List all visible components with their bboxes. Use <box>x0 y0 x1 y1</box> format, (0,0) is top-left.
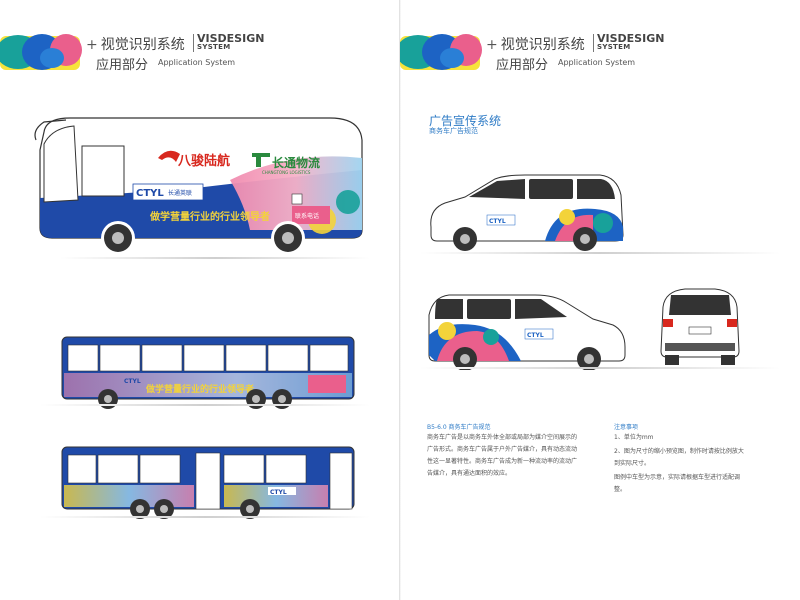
coach-bus-illustration: 八骏陆航 长通物流 CHANGTONG LOGISTICS CTYL 长通英联 … <box>34 117 363 255</box>
section-title: 广告宣传系统 <box>429 114 502 128</box>
ctyl-logo-cn: 长通英联 <box>168 189 192 197</box>
brand1-logo: 八骏陆航 <box>158 150 230 169</box>
ground-line <box>40 404 370 406</box>
brand-swoosh-logo <box>0 34 82 70</box>
page-fold <box>399 0 401 600</box>
bus2-wheels <box>130 499 260 519</box>
brand2-text: 长通物流 <box>272 155 320 170</box>
page-header: +视觉识别系统 VISDESIGN SYSTEM 应用部分 Applicatio… <box>400 30 800 80</box>
ground-line <box>60 257 370 259</box>
header-subtitle-en: Application System <box>558 58 636 67</box>
notes-right-item3: 图例中车型为示意，实际请根据车型进行适配调整。 <box>614 474 741 493</box>
ctyl-logo-text: CTYL <box>136 188 164 199</box>
van-side-view-left: CTYL <box>428 294 626 370</box>
header-subtitle: 应用部分 <box>496 58 549 73</box>
vis-design-mark: VISDESIGN SYSTEM <box>193 33 264 52</box>
svg-text:CTYL: CTYL <box>527 332 544 339</box>
qr-code-icon <box>291 193 303 205</box>
header-title: +视觉识别系统 <box>86 37 185 53</box>
notes-left-heading: B5-6.0 商务车广告规范 <box>427 424 491 431</box>
header-subtitle: 应用部分 <box>96 58 149 73</box>
van-rear-view <box>660 288 740 365</box>
brand-swoosh-logo <box>400 34 482 70</box>
notes-right-item2: 2、图为尺寸的缩小预览图，制作时请按比例放大到实际尺寸。 <box>614 448 744 467</box>
van1-wheels <box>453 227 597 251</box>
coach-slogan: 做学营量行业的行业领导者 <box>149 210 270 223</box>
ground-line <box>420 367 780 369</box>
ground-line <box>420 252 780 254</box>
notes-right-item1: 1、单位为mm <box>614 434 654 441</box>
brand2-en-text: CHANGTONG LOGISTICS <box>262 170 311 175</box>
header-subtitle-en: Application System <box>158 58 236 67</box>
svg-text:CTYL: CTYL <box>489 218 506 225</box>
city-bus-2-illustration: CTYL <box>61 446 355 519</box>
right-page: +视觉识别系统 VISDESIGN SYSTEM 应用部分 Applicatio… <box>400 0 800 600</box>
vis-design-mark: VISDESIGN SYSTEM <box>593 33 664 52</box>
van-side-view-right: CTYL <box>430 174 624 251</box>
header-title: +视觉识别系统 <box>486 37 585 53</box>
section-subtitle: 商务车广告规范 <box>429 127 478 135</box>
svg-text:联系电话: 联系电话 <box>295 212 319 220</box>
page-header: +视觉识别系统 VISDESIGN SYSTEM 应用部分 Applicatio… <box>0 30 400 80</box>
left-page: +视觉识别系统 VISDESIGN SYSTEM 应用部分 Applicatio… <box>0 30 400 519</box>
notes-right-heading: 注意事项 <box>614 424 639 431</box>
ground-line <box>40 516 370 518</box>
city-bus-1-illustration: CTYL 做学营量行业的行业领导者 <box>61 336 355 409</box>
svg-text:CTYL: CTYL <box>124 378 141 385</box>
ctyl-logo-plate <box>132 183 204 201</box>
brand1-text: 八骏陆航 <box>177 153 230 169</box>
svg-text:CTYL: CTYL <box>270 489 287 496</box>
bus1-slogan: 做学营量行业的行业领导者 <box>145 383 254 395</box>
coach-front-wheel <box>101 221 135 255</box>
notes-left-body: 商务车广告是以商务车外体全部或局部为媒介空间展示的广告形式。商务车广告属于户外广… <box>427 434 578 477</box>
van2-wheels <box>453 347 601 370</box>
coach-rear-wheel <box>271 221 305 255</box>
phone-badge <box>292 206 330 224</box>
brand2-logo: 长通物流 CHANGTONG LOGISTICS <box>252 153 320 175</box>
